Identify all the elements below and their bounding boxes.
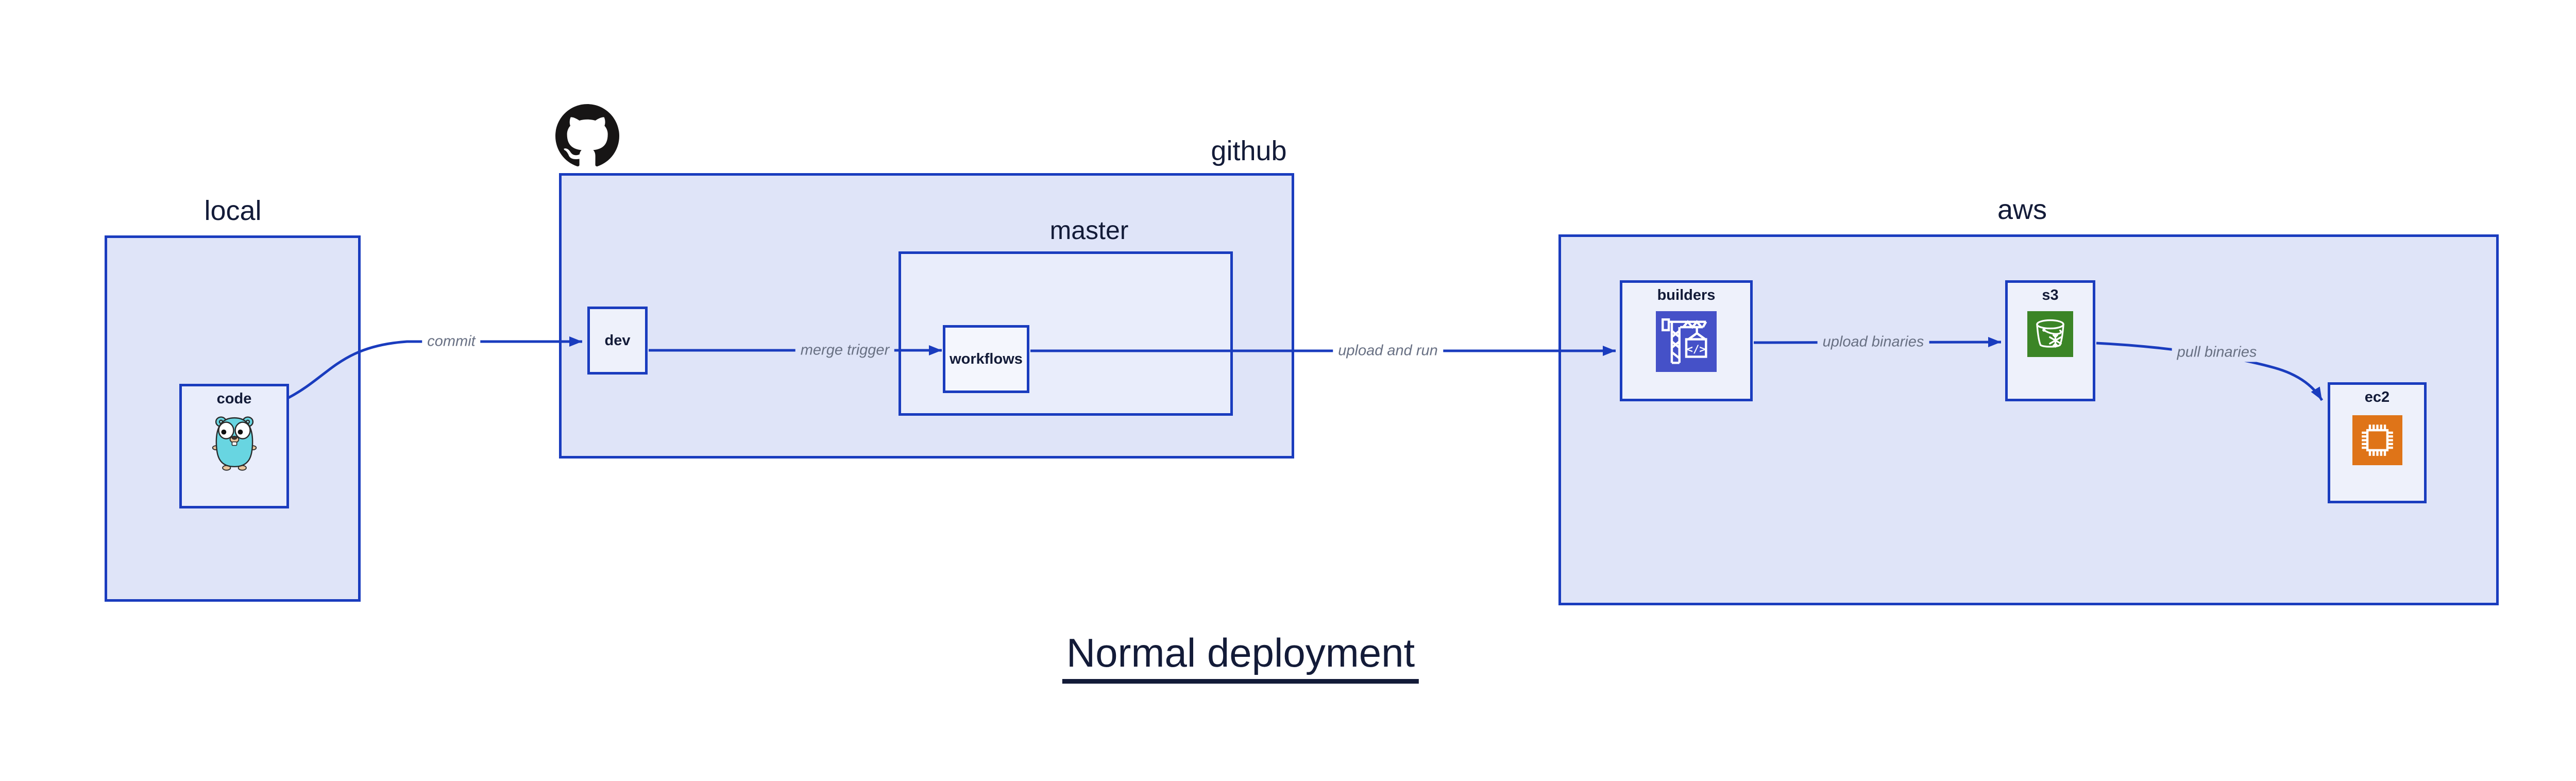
edge-pull-binaries-label: pull binaries — [2172, 343, 2262, 362]
node-s3: s3 — [2005, 280, 2095, 401]
node-workflows: workflows — [943, 325, 1029, 393]
aws-codebuild-crane-icon: </> — [1656, 311, 1717, 375]
go-gopher-icon — [211, 415, 258, 474]
node-code: code — [179, 384, 289, 508]
edge-upload-binaries-label: upload binaries — [1817, 332, 1929, 352]
edge-upload-and-run-label: upload and run — [1333, 341, 1443, 361]
container-github-label: github — [1211, 135, 1287, 166]
aws-ec2-chip-icon — [2352, 415, 2402, 468]
node-ec2: ec2 — [2328, 382, 2427, 503]
node-dev-label: dev — [604, 332, 631, 349]
container-master-label: master — [1049, 216, 1129, 245]
node-builders: builders </> — [1620, 280, 1753, 401]
svg-text:</>: </> — [1687, 343, 1706, 355]
github-octocat-icon — [555, 104, 619, 168]
diagram-title: Normal deployment — [1062, 630, 1419, 684]
container-local-label: local — [204, 195, 262, 226]
node-builders-label: builders — [1657, 287, 1716, 303]
node-s3-label: s3 — [2042, 287, 2059, 303]
edge-commit-label: commit — [422, 332, 481, 351]
node-code-label: code — [216, 390, 252, 407]
node-ec2-label: ec2 — [2364, 389, 2390, 405]
edge-merge-trigger-label: merge trigger — [795, 341, 895, 360]
container-aws-label: aws — [1997, 194, 2047, 225]
aws-s3-glacier-bucket-icon — [2027, 311, 2073, 360]
node-workflows-label: workflows — [950, 350, 1023, 367]
node-dev: dev — [587, 307, 648, 375]
